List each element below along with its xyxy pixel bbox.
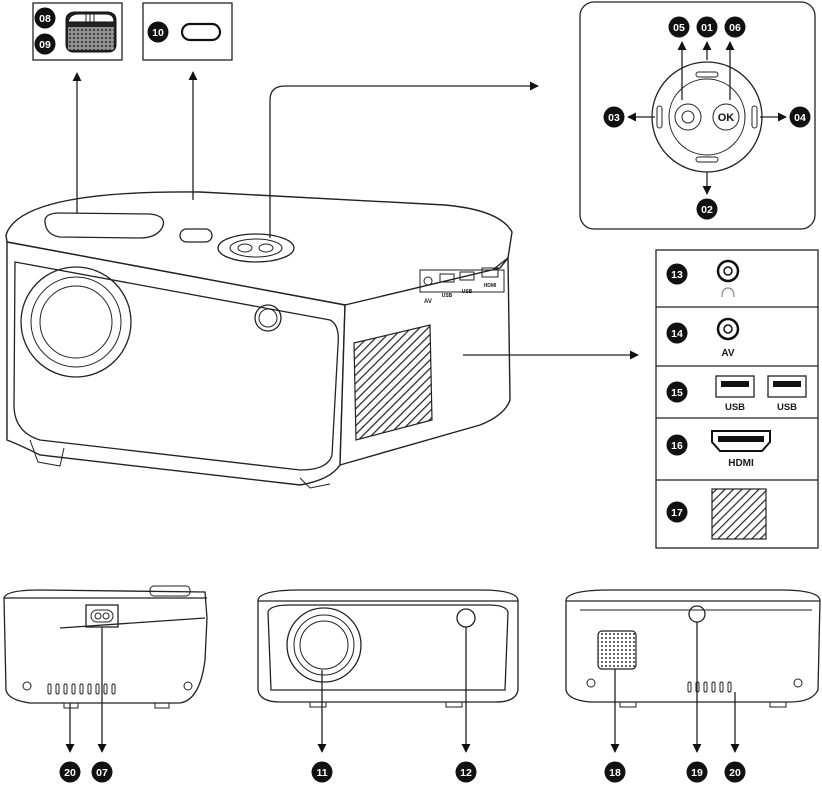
callout-04: 04 [789,106,811,128]
ok-key-label: OK [718,112,735,124]
svg-text:11: 11 [316,767,327,779]
usb-port-label-2: USB [777,402,797,413]
side-hdmi-label: HDMI [484,283,497,289]
svg-text:13: 13 [671,269,683,281]
callout-18: 18 [604,761,626,783]
svg-text:19: 19 [691,767,703,779]
inset-ports-panel: AV USB USB HDMI [655,249,819,549]
callout-16: 16 [666,434,688,456]
callout-19: 19 [686,761,708,783]
callout-09: 09 [34,33,56,55]
svg-text:18: 18 [609,767,621,779]
callout-15: 15 [666,381,688,403]
svg-text:16: 16 [671,440,683,452]
callout-02: 02 [696,198,718,220]
rear-vent-slots [687,681,732,693]
usb-port-label-1: USB [725,402,745,413]
inset-focus-wheel [32,2,123,61]
side-av-label: AV [424,299,432,305]
svg-text:01: 01 [701,22,713,34]
svg-text:15: 15 [671,387,683,399]
side-usb-label-1: USB [442,293,453,299]
leader-lines [65,41,787,753]
callout-01: 01 [696,16,718,38]
svg-text:17: 17 [671,507,683,519]
projector-front-view [257,589,519,708]
svg-text:09: 09 [39,39,51,51]
callout-06: 06 [724,16,746,38]
back-vent-slots [47,683,116,695]
svg-text:12: 12 [460,767,472,779]
projector-rear-view [565,589,821,708]
projector-back-view [3,585,208,709]
svg-text:08: 08 [39,13,51,25]
callout-20a: 20 [59,761,81,783]
callout-14: 14 [666,322,688,344]
svg-text:06: 06 [729,22,741,34]
callout-17: 17 [666,501,688,523]
svg-text:20: 20 [64,767,76,779]
svg-text:04: 04 [794,112,806,124]
callout-13: 13 [666,263,688,285]
side-usb-label-2: USB [462,289,473,295]
callout-08: 08 [34,7,56,29]
callout-10: 10 [147,21,169,43]
callout-12: 12 [455,761,477,783]
svg-text:03: 03 [608,112,620,124]
av-port-label: AV [721,348,734,359]
inset-power-button [142,2,233,61]
callout-20b: 20 [724,761,746,783]
callout-11: 11 [311,761,333,783]
svg-text:07: 07 [96,767,108,779]
callout-03: 03 [603,106,625,128]
svg-text:02: 02 [701,204,713,216]
callout-07: 07 [91,761,113,783]
svg-text:10: 10 [152,27,164,39]
callout-05: 05 [668,16,690,38]
projector-main-view: AV USB USB HDMI [5,191,513,489]
svg-text:05: 05 [673,22,685,34]
svg-text:14: 14 [671,328,683,340]
svg-text:20: 20 [729,767,741,779]
hdmi-port-label: HDMI [728,458,754,469]
